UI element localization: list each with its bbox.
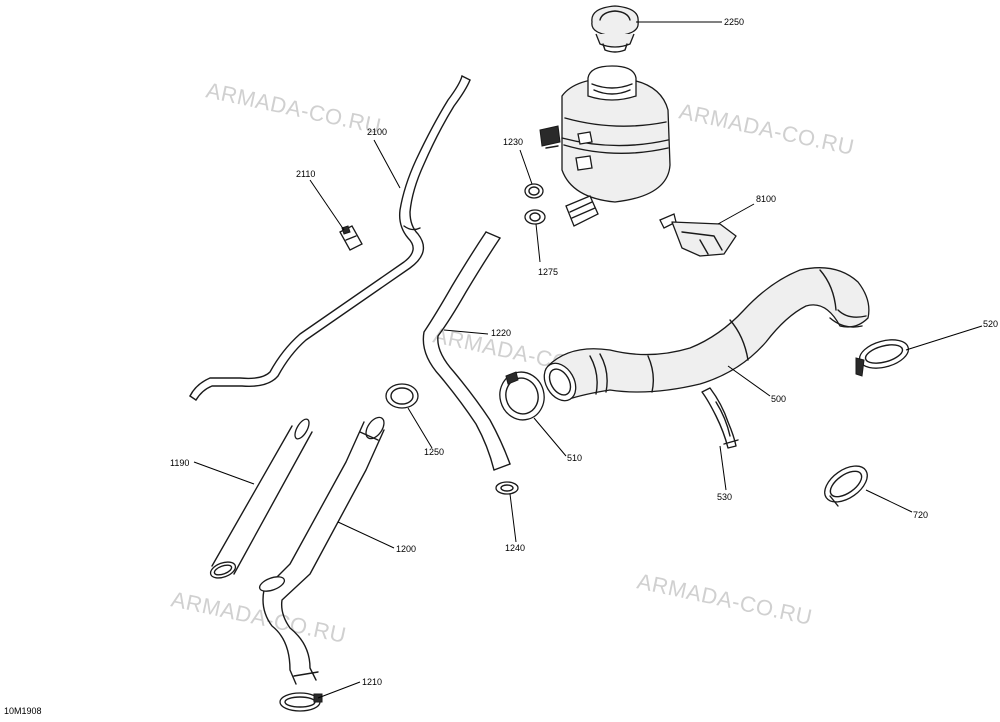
clamp-1275 [524, 209, 546, 225]
callout-2250: 2250 [724, 17, 744, 27]
callout-1240: 1240 [505, 543, 525, 553]
callout-8100: 8100 [756, 194, 776, 204]
callout-1275: 1275 [538, 267, 558, 277]
watermark-2: ARMADA-CO.RU [677, 98, 857, 160]
radiator-hose-500 [543, 267, 870, 402]
pressure-cap [591, 5, 639, 53]
callout-720: 720 [913, 510, 928, 520]
bracket-530 [701, 387, 739, 449]
clamp-720 [824, 465, 868, 507]
fitting-2110 [339, 225, 363, 251]
callout-500: 500 [771, 394, 786, 404]
clamp-1240 [495, 481, 519, 495]
clamp-1210 [279, 692, 323, 712]
callout-labels: 2250 2100 2110 1230 1275 8100 520 1220 5… [170, 17, 998, 687]
callout-2100: 2100 [367, 127, 387, 137]
clamp-1230 [524, 183, 544, 199]
callout-1220: 1220 [491, 328, 511, 338]
clamp-520 [855, 339, 910, 377]
vent-hose-2100 [189, 75, 471, 401]
callout-2110: 2110 [296, 169, 315, 179]
callout-520: 520 [983, 319, 998, 329]
callout-510: 510 [567, 453, 582, 463]
leader-lines [193, 21, 983, 699]
callout-1200: 1200 [396, 544, 416, 554]
callout-1230: 1230 [503, 137, 523, 147]
sensor-8100 [659, 213, 737, 257]
clamp-510 [499, 371, 545, 421]
tube-1190 [209, 418, 313, 579]
watermarks: ARMADA-CO.RU ARMADA-CO.RU ARMADA-CO.RU A… [169, 77, 857, 648]
callout-1210: 1210 [362, 677, 382, 687]
callout-1250: 1250 [424, 447, 444, 457]
watermark-1: ARMADA-CO.RU [204, 77, 384, 139]
callout-1190: 1190 [170, 458, 189, 468]
hose-1220 [422, 231, 511, 471]
clamp-1250 [385, 383, 419, 409]
watermark-5: ARMADA-CO.RU [169, 586, 349, 648]
coolant-reservoir [539, 65, 671, 227]
figure-id: 10M1908 [4, 706, 42, 716]
callout-530: 530 [717, 492, 732, 502]
tube-1200 [258, 416, 385, 685]
watermark-4: ARMADA-CO.RU [635, 568, 815, 630]
